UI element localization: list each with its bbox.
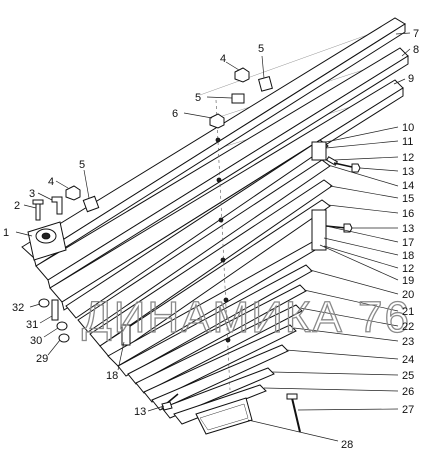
callout-22: 22 (402, 321, 414, 333)
leaf-25 (161, 367, 275, 419)
callout-20: 20 (402, 289, 414, 301)
callout-12-lower: 12 (402, 263, 414, 275)
leaf-21 (127, 284, 307, 385)
leaf-28 (195, 397, 253, 435)
leaf-7-edge (33, 23, 406, 267)
callout-3: 3 (29, 188, 35, 200)
clamp-middle (311, 209, 353, 251)
callout-15: 15 (402, 193, 414, 205)
callout-17: 17 (402, 237, 414, 249)
leader-lines (15, 32, 411, 442)
nut-6 (209, 113, 225, 129)
callout-19: 19 (402, 275, 414, 287)
washer-32 (38, 298, 50, 308)
callout-16: 16 (402, 208, 414, 220)
leaf-10 (65, 139, 329, 319)
callout-10: 10 (402, 122, 414, 134)
callout-23: 23 (402, 336, 414, 348)
nut-4-top (234, 67, 250, 83)
bolt-2 (32, 199, 44, 221)
callout-29: 29 (36, 353, 48, 365)
callout-4-top: 4 (220, 53, 226, 65)
callout-13-upper: 13 (402, 166, 414, 178)
callout-2: 2 (14, 200, 20, 212)
bushing-5-mid (231, 93, 245, 104)
callout-labels: 1 2 3 4 4 5 5 5 6 7 8 9 10 11 12 13 14 1… (3, 28, 419, 451)
fasteners (27, 67, 361, 433)
callout-18-bottom: 18 (106, 370, 118, 382)
callout-18-right: 18 (402, 250, 414, 262)
callout-9: 9 (408, 73, 414, 85)
bolt-31 (51, 299, 59, 321)
callout-5-left: 5 (79, 159, 85, 171)
callout-27: 27 (402, 404, 414, 416)
bolt-13-bottom (161, 393, 179, 411)
callout-7: 7 (413, 28, 419, 40)
callout-12-upper: 12 (402, 152, 414, 164)
leaf-14 (77, 159, 331, 333)
clamp-upper (311, 141, 361, 173)
callout-25: 25 (402, 370, 414, 382)
callout-8: 8 (413, 44, 419, 56)
callout-14: 14 (402, 180, 414, 192)
center-hole (220, 257, 226, 263)
callout-1: 1 (3, 227, 9, 239)
leaf-24 (151, 344, 289, 411)
bushing-5-left (82, 195, 100, 213)
callout-4-left: 4 (48, 176, 54, 188)
center-hole (223, 297, 229, 303)
nut-29 (58, 333, 70, 343)
callout-6: 6 (172, 108, 178, 120)
center-hole (218, 217, 224, 223)
callout-24: 24 (402, 354, 414, 366)
center-bolt-axis (215, 99, 231, 391)
leaf-16 (99, 199, 331, 359)
leaf-23 (143, 324, 297, 403)
leaf-8-edge (47, 55, 409, 289)
leaf-22 (135, 304, 303, 394)
nut-4-left (65, 185, 81, 201)
watermark: ДИНАМИКА 76 (82, 293, 411, 342)
bolt-27 (286, 393, 301, 433)
clip-3 (51, 196, 63, 215)
callout-32: 32 (12, 302, 24, 314)
callout-11: 11 (402, 136, 413, 148)
bushing-5-top (258, 76, 273, 92)
callout-5-top: 5 (258, 43, 264, 55)
center-hole (215, 137, 221, 143)
callout-30: 30 (30, 335, 42, 347)
leaf-28-inner (199, 403, 249, 431)
callout-31: 31 (26, 319, 38, 331)
callout-13-middle: 13 (402, 223, 414, 235)
center-hole (225, 337, 231, 343)
clamp-lower-left (121, 324, 131, 346)
lower-left-hardware (38, 298, 70, 343)
nut-30 (56, 321, 68, 331)
leaf-20 (117, 264, 313, 377)
callout-21: 21 (402, 306, 414, 318)
callout-26: 26 (402, 386, 414, 398)
center-hole (216, 177, 222, 183)
bracket-bushing (27, 221, 67, 261)
callout-28: 28 (341, 439, 353, 451)
callout-13-bottom: 13 (134, 406, 146, 418)
callout-5-mid: 5 (195, 92, 201, 104)
